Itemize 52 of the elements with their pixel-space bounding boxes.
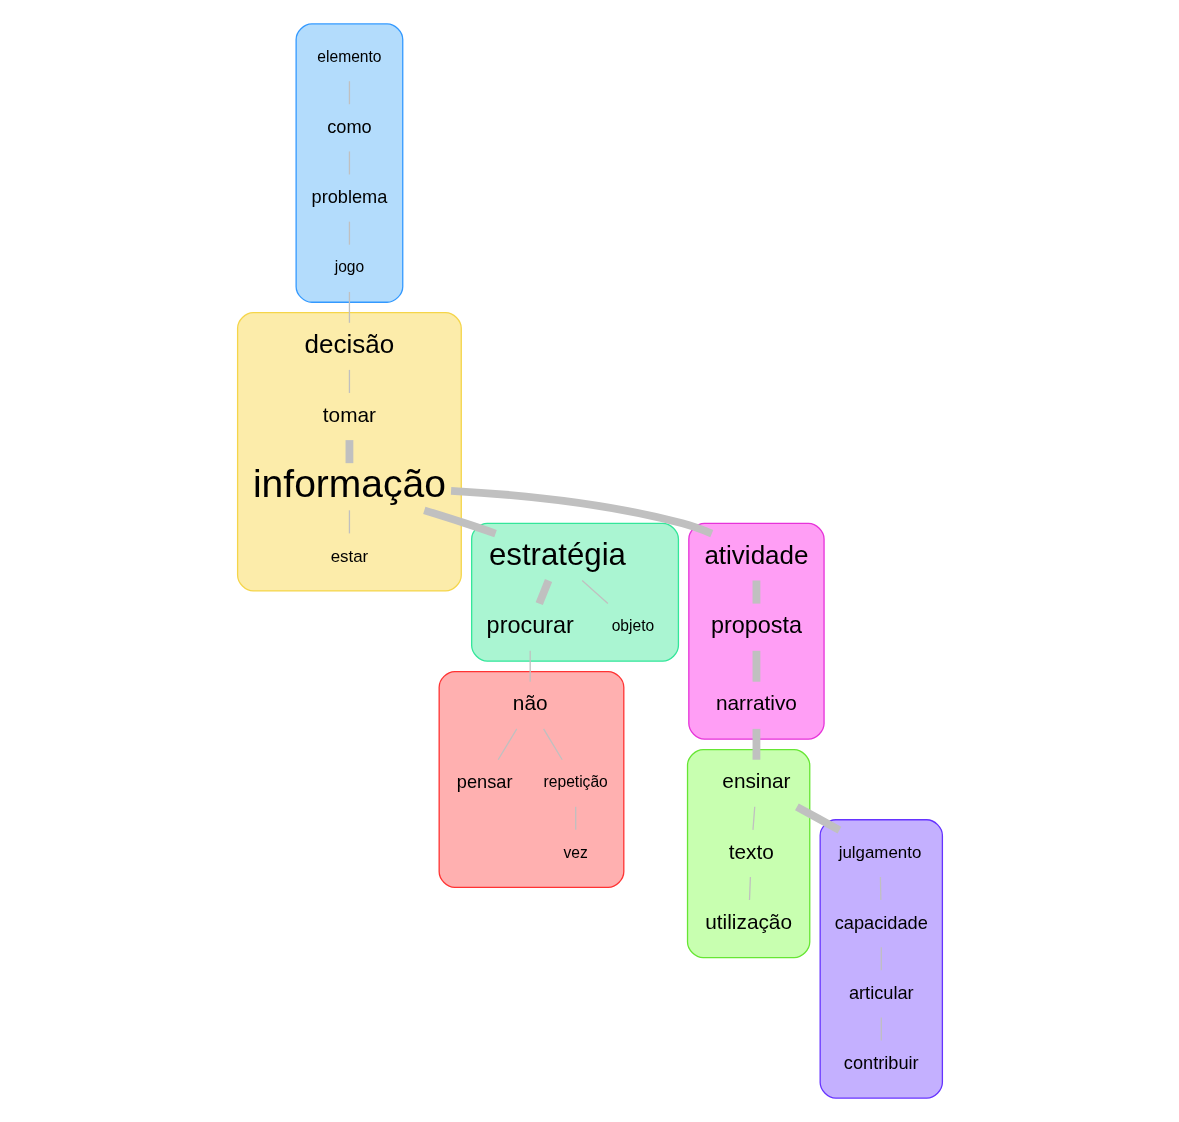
node-text: estratégia xyxy=(488,537,626,573)
node-text: atividade xyxy=(703,539,808,570)
cluster xyxy=(236,312,462,592)
node-text: procurar xyxy=(486,612,574,639)
node-text: informação xyxy=(252,461,446,505)
connector xyxy=(348,150,350,176)
connector xyxy=(880,946,882,971)
node-text: estar xyxy=(330,546,368,566)
cluster xyxy=(438,670,624,889)
connector xyxy=(348,291,350,324)
node-text: decisão xyxy=(304,328,394,359)
node-text: julgamento xyxy=(838,843,921,862)
node-text: objeto xyxy=(611,617,654,635)
cluster xyxy=(819,819,943,1099)
node-text: pensar xyxy=(456,772,512,793)
connector xyxy=(348,80,350,105)
connector xyxy=(574,806,576,831)
node-text: ensinar xyxy=(721,769,791,793)
node-text: contribuir xyxy=(843,1053,919,1074)
connector xyxy=(542,728,563,761)
connector xyxy=(751,806,755,831)
node-text: texto xyxy=(728,839,774,863)
cluster xyxy=(470,522,679,662)
connector xyxy=(752,728,760,760)
connector xyxy=(535,579,552,606)
node-text: articular xyxy=(848,982,914,1003)
node-text: narrativo xyxy=(715,691,797,715)
connector xyxy=(348,221,350,246)
node-text: jogo xyxy=(334,258,364,276)
connector xyxy=(348,369,350,394)
node-text: vez xyxy=(563,843,588,861)
connector xyxy=(497,728,517,761)
node-text: proposta xyxy=(710,612,802,639)
node-text: capacidade xyxy=(834,912,928,933)
connector xyxy=(581,579,609,605)
connector xyxy=(529,650,531,683)
cluster xyxy=(294,23,403,303)
connector xyxy=(348,509,350,535)
node-text: não xyxy=(512,691,548,715)
cluster xyxy=(687,522,825,740)
cluster xyxy=(686,748,810,959)
node-text: repetição xyxy=(543,773,608,791)
node-text: utilização xyxy=(704,909,792,933)
node-text: problema xyxy=(311,187,387,208)
connector xyxy=(422,506,497,538)
connector xyxy=(450,486,713,538)
node-text: elemento xyxy=(316,47,382,65)
connector xyxy=(879,876,881,901)
connector xyxy=(880,1016,882,1042)
node-text: tomar xyxy=(322,402,376,426)
node-text: como xyxy=(326,116,372,137)
connector xyxy=(748,876,751,901)
